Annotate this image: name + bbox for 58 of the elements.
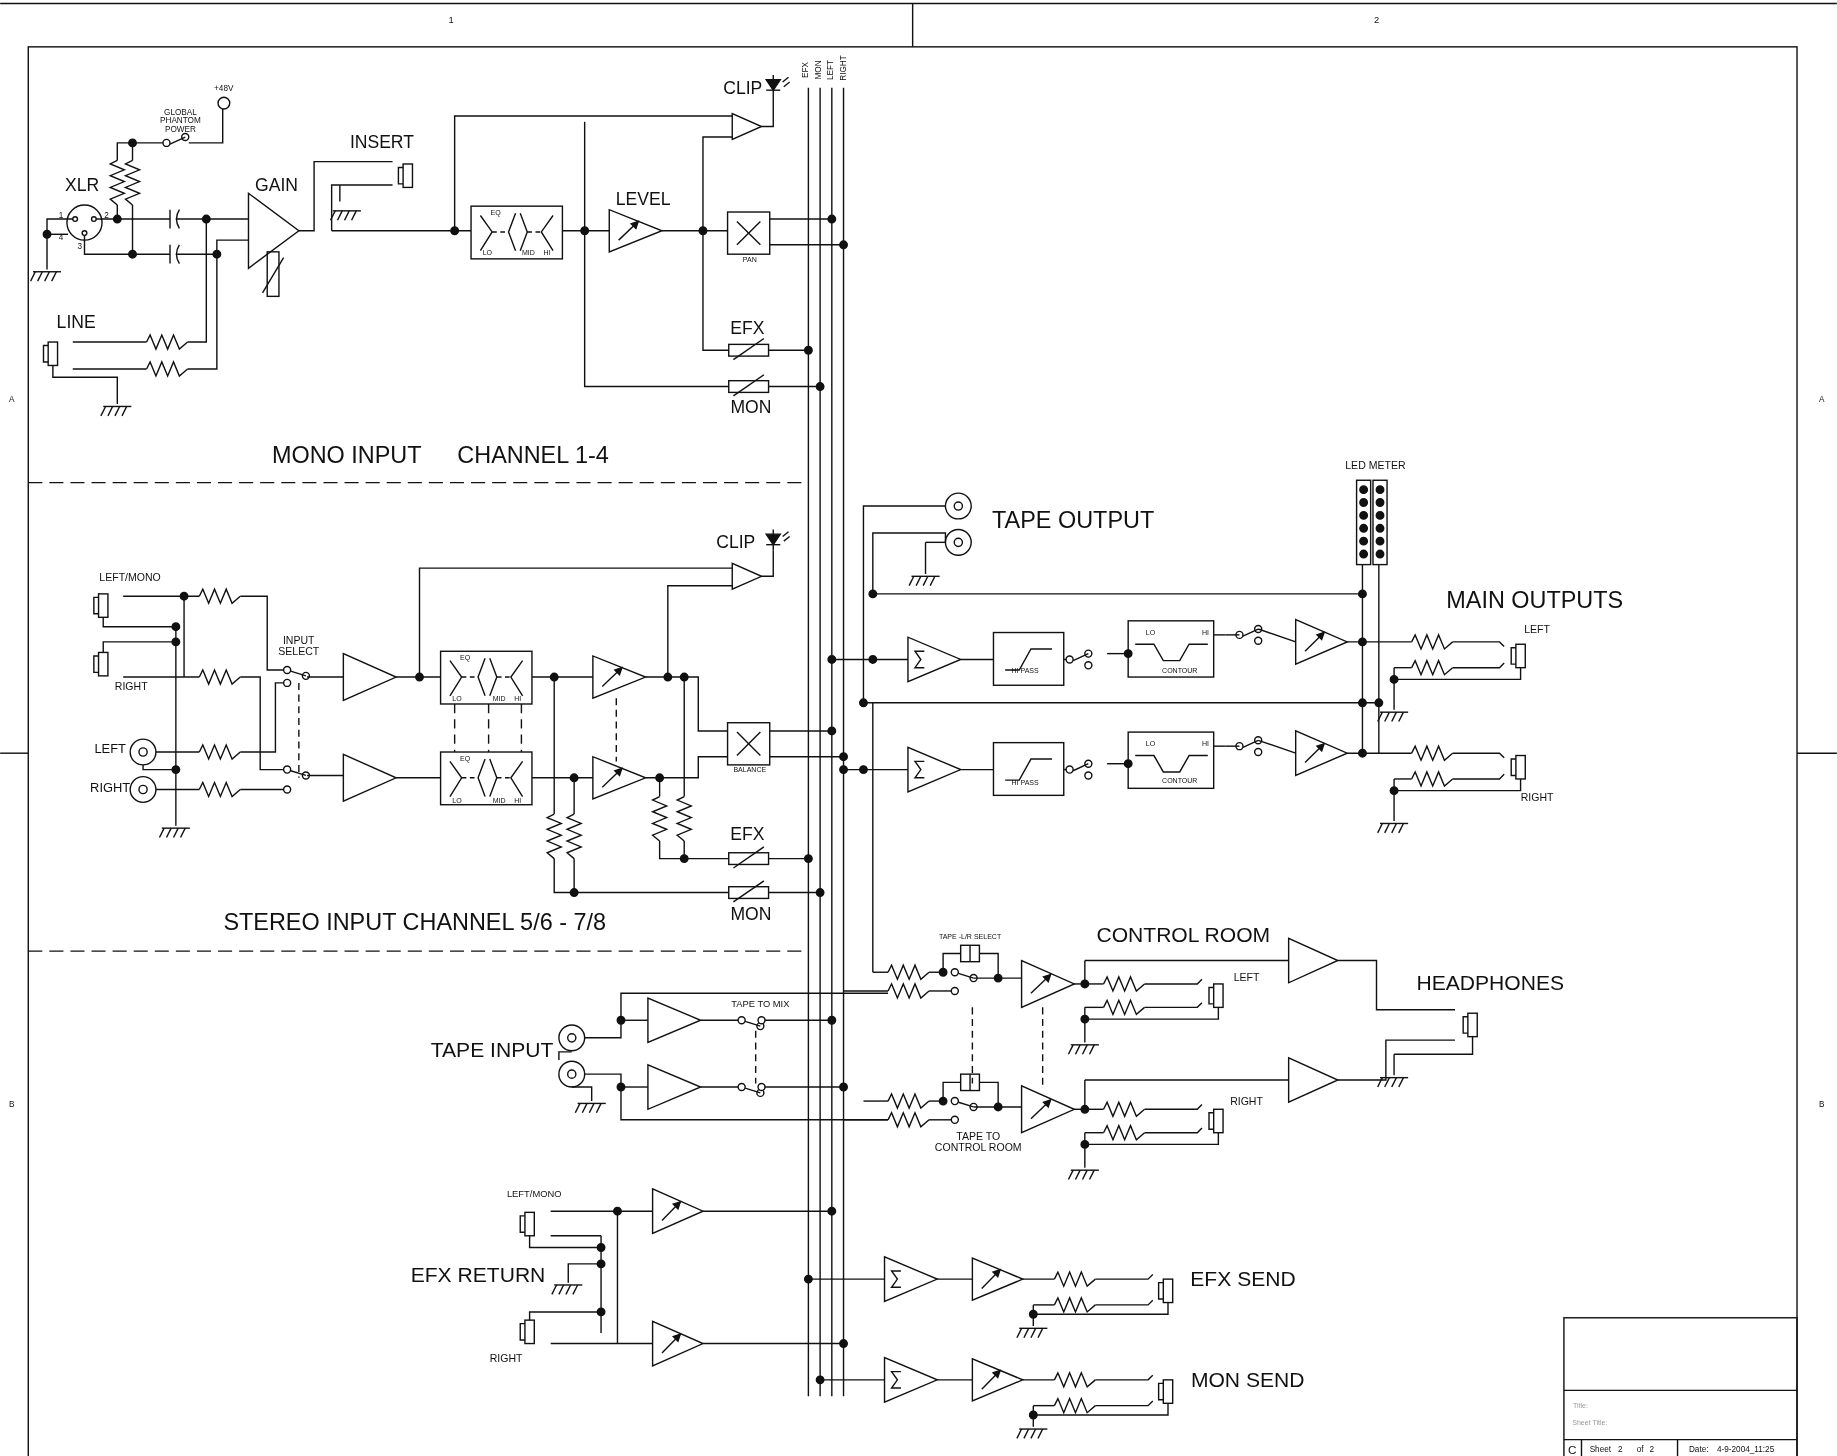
field-label: of xyxy=(1636,1446,1644,1455)
section-title: HEADPHONES xyxy=(1416,971,1564,994)
grid-reference: 2 xyxy=(1373,16,1380,26)
jack-label: RIGHT xyxy=(489,1353,523,1365)
section-title: MON SEND xyxy=(1190,1369,1305,1392)
switch-label: TAPE TO MIX xyxy=(731,1000,790,1011)
indicator-label: CLIP xyxy=(723,78,763,98)
control-label: MON xyxy=(730,397,772,416)
section-title: CHANNEL 1-4 xyxy=(457,442,609,467)
pin-number: 2 xyxy=(104,211,109,220)
jack-label: RIGHT xyxy=(1520,792,1554,804)
jack-label: LEFT xyxy=(1524,624,1550,636)
control-label: MON xyxy=(730,904,772,924)
section-title: MAIN OUTPUTS xyxy=(1446,587,1624,613)
jack-label: LINE xyxy=(56,312,96,332)
grid-reference: A xyxy=(1819,395,1825,404)
section-title: TAPE OUTPUT xyxy=(992,507,1155,533)
jack-label: RIGHT xyxy=(1230,1096,1263,1108)
bus-label: RIGHT xyxy=(839,55,848,81)
jack-label: LEFT xyxy=(94,741,126,756)
pin-number: 1 xyxy=(58,211,64,220)
connector-label: XLR xyxy=(64,175,100,195)
field-value: 4-9-2004_11:25 xyxy=(1717,1446,1775,1455)
grid-reference: A xyxy=(8,395,15,404)
field-value: C xyxy=(1568,1444,1577,1456)
bus-label: EFX xyxy=(801,62,811,79)
section-title: MONO INPUT xyxy=(271,442,422,467)
control-label: EFX xyxy=(730,318,765,338)
jack-label: LEFT xyxy=(1233,972,1260,984)
bus-label: LEFT xyxy=(826,60,835,81)
field-value: 2 xyxy=(1649,1446,1655,1455)
section-title: CONTROL ROOM xyxy=(1096,923,1271,946)
field-label: Date: xyxy=(1688,1446,1709,1455)
control-label: EFX xyxy=(730,824,765,844)
field-value: 2 xyxy=(1617,1446,1623,1455)
section-title: EFX SEND xyxy=(1190,1268,1296,1291)
jack-label: LEFT/MONO xyxy=(99,572,161,584)
switch-label: GLOBAL PHANTOM POWER xyxy=(159,108,202,135)
stage-label: LEVEL xyxy=(615,189,671,209)
field-label: Sheet xyxy=(1589,1446,1612,1455)
jack-label: LEFT/MONO xyxy=(506,1190,562,1200)
section-title: EFX RETURN xyxy=(410,1263,546,1286)
meter-label: LED METER xyxy=(1345,460,1406,472)
pin-number: 3 xyxy=(77,242,82,252)
bus-label: MON xyxy=(814,60,824,80)
section-title: STEREO INPUT CHANNEL 5/6 - 7/8 xyxy=(223,909,607,935)
stage-label: GAIN xyxy=(255,175,298,195)
switch-label: INPUT SELECT xyxy=(277,634,321,657)
jack-label: RIGHT xyxy=(90,781,131,796)
grid-reference: B xyxy=(1819,1100,1825,1110)
voltage-label: +48V xyxy=(214,84,234,94)
grid-reference: B xyxy=(8,1100,15,1110)
grid-reference: 1 xyxy=(448,16,454,26)
jack-label: INSERT xyxy=(349,132,414,151)
switch-label: TAPE TO CONTROL ROOM xyxy=(933,1131,1023,1154)
jack-label: RIGHT xyxy=(114,681,148,693)
indicator-label: CLIP xyxy=(716,533,756,552)
section-title: TAPE INPUT xyxy=(430,1038,554,1061)
